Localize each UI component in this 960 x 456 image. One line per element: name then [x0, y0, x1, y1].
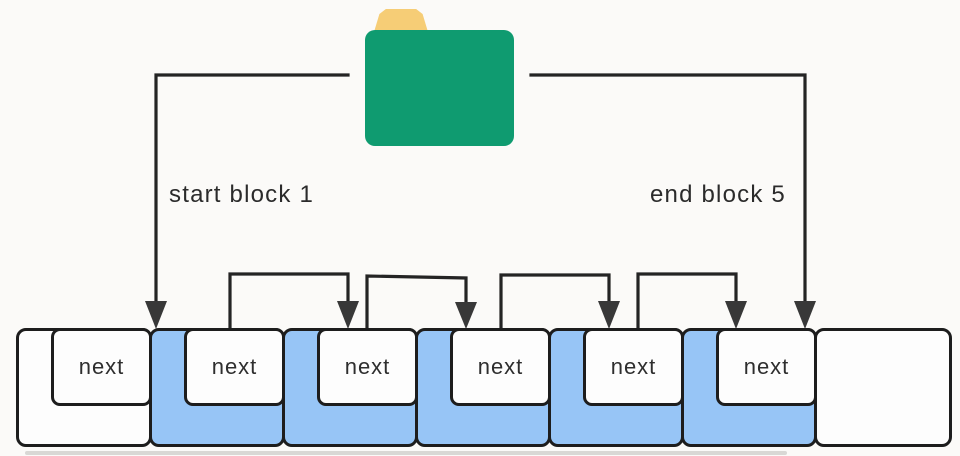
folder-tab-icon [374, 9, 428, 32]
disk-block-3: next [282, 328, 418, 447]
next-link-3-arrowhead-icon [598, 301, 620, 329]
baseline-shadow [25, 451, 787, 455]
next-link-2-line [365, 274, 468, 330]
end-arrowhead-icon [794, 301, 816, 329]
disk-block-1: next [16, 328, 152, 447]
disk-block-5: next [548, 328, 684, 447]
disk-block-4: next [415, 328, 551, 447]
next-pointer-box: next [317, 328, 418, 406]
disk-block-7 [814, 328, 952, 447]
next-pointer-box: next [450, 328, 551, 406]
next-pointer-label: next [211, 354, 258, 379]
next-pointer-label: next [610, 354, 657, 379]
disk-block-6: next [681, 328, 817, 447]
next-link-4-line [636, 272, 738, 330]
next-link-2-arrowhead-icon [455, 302, 477, 329]
disk-block-2: next [149, 328, 285, 447]
end-block-label: end block 5 [650, 181, 786, 208]
next-pointer-box: next [716, 328, 817, 406]
start-block-label: start block 1 [169, 181, 314, 208]
next-pointer-label: next [743, 354, 790, 379]
next-link-1-line [228, 272, 350, 330]
next-pointer-label: next [78, 354, 125, 379]
next-link-4-arrowhead-icon [725, 301, 747, 329]
next-pointer-label: next [477, 354, 524, 379]
next-pointer-box: next [184, 328, 285, 406]
next-link-3-line [499, 273, 611, 330]
next-pointer-label: next [344, 354, 391, 379]
next-pointer-box: next [583, 328, 684, 406]
start-arrowhead-icon [145, 301, 167, 329]
folder-body-icon [365, 30, 514, 146]
next-pointer-box: next [51, 328, 152, 406]
next-link-1-arrowhead-icon [337, 301, 359, 329]
